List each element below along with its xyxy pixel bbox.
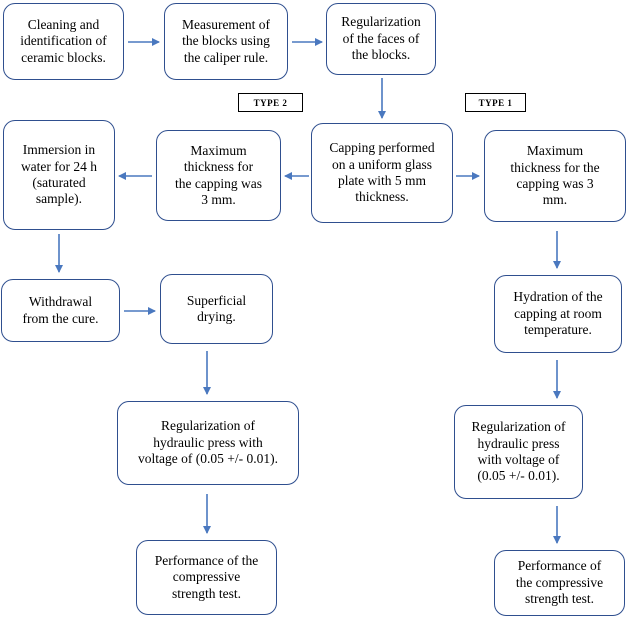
step-superficial-drying: Superficial drying. bbox=[160, 274, 273, 344]
step-immersion: Immersion in water for 24 h (saturated s… bbox=[3, 120, 115, 230]
step-press-type2: Regularization of hydraulic press with v… bbox=[117, 401, 299, 485]
step-regularization-faces: Regularization of the faces of the block… bbox=[326, 3, 436, 75]
step-capping: Capping performed on a uniform glass pla… bbox=[311, 123, 453, 223]
step-compressive-type2: Performance of the compressive strength … bbox=[136, 540, 277, 615]
type-1-label: TYPE 1 bbox=[465, 93, 526, 112]
step-withdrawal: Withdrawal from the cure. bbox=[1, 279, 120, 342]
step-max-thickness-type1: Maximum thickness for the capping was 3 … bbox=[484, 130, 626, 222]
step-max-thickness-type2: Maximum thickness for the capping was 3 … bbox=[156, 130, 281, 221]
step-press-type1: Regularization of hydraulic press with v… bbox=[454, 405, 583, 499]
step-cleaning: Cleaning and identification of ceramic b… bbox=[3, 3, 124, 80]
type-2-label: TYPE 2 bbox=[238, 93, 303, 112]
step-hydration: Hydration of the capping at room tempera… bbox=[494, 275, 622, 353]
step-measurement: Measurement of the blocks using the cali… bbox=[164, 3, 288, 80]
step-compressive-type1: Performance of the compressive strength … bbox=[494, 550, 625, 616]
